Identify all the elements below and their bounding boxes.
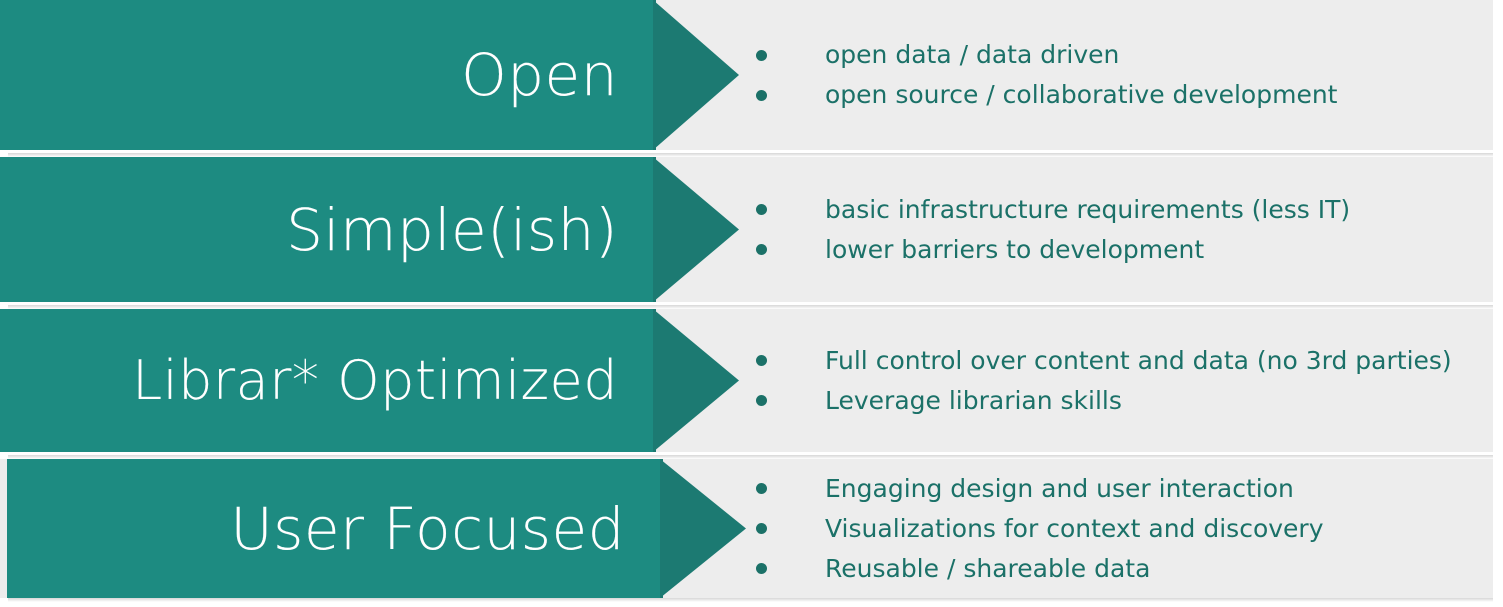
arrow-label: Open (461, 41, 618, 109)
list-item-label: Visualizations for context and discovery (825, 513, 1324, 543)
diagram-row-open: Open open data / data driven open source… (0, 0, 1503, 150)
row-separator (0, 598, 1503, 607)
bullet-dot-icon (756, 563, 767, 574)
bullet-dot-icon (756, 483, 767, 494)
list-item-label: open data / data driven (825, 40, 1120, 69)
bullet-dot-icon (756, 49, 767, 61)
diagram-row-user-focused: User Focused Engaging design and user in… (0, 459, 1503, 598)
arrow-head-icon (653, 0, 739, 150)
list-item: open data / data driven (756, 35, 1493, 75)
diagram-row-library-optimized: Librar* Optimized Full control over cont… (0, 309, 1503, 452)
list-item-label: Full control over content and data (no 3… (825, 345, 1452, 375)
bullet-list: Engaging design and user interaction Vis… (756, 459, 1493, 598)
bullet-list: Full control over content and data (no 3… (756, 309, 1493, 452)
list-item: Full control over content and data (no 3… (756, 341, 1493, 381)
bullet-list: open data / data driven open source / co… (756, 0, 1493, 150)
arrow-body (7, 459, 662, 598)
bullet-dot-icon (756, 89, 767, 101)
separator-shadow (8, 455, 1493, 459)
arrow-label: User Focused (230, 494, 625, 563)
separator-shadow (8, 598, 1493, 602)
bullet-dot-icon (756, 355, 767, 366)
list-item: lower barriers to development (756, 230, 1493, 270)
list-item: open source / collaborative development (756, 75, 1493, 115)
row-separator (0, 302, 1503, 309)
bullet-dot-icon (756, 204, 767, 215)
list-item: Leverage librarian skills (756, 381, 1493, 421)
bullet-dot-icon (756, 244, 767, 255)
separator-shadow (8, 305, 1493, 309)
diagram-row-simple: Simple(ish) basic infrastructure require… (0, 157, 1503, 302)
list-item-label: Reusable / shareable data (825, 553, 1151, 583)
arrow-head-icon (653, 157, 739, 302)
arrow-head-icon (653, 309, 739, 452)
bullet-dot-icon (756, 395, 767, 406)
arrow-body (0, 0, 655, 150)
list-item-label: basic infrastructure requirements (less … (825, 194, 1351, 224)
arrow-shape: Simple(ish) (0, 157, 739, 302)
list-item-label: open source / collaborative development (825, 80, 1338, 109)
row-separator (0, 452, 1503, 459)
list-item-label: Leverage librarian skills (825, 385, 1122, 415)
arrow-body (0, 309, 655, 452)
arrow-label: Librar* Optimized (132, 348, 618, 412)
arrow-shape: User Focused (7, 459, 746, 598)
list-item: Visualizations for context and discovery (756, 509, 1493, 549)
arrow-head-icon (660, 459, 746, 598)
arrow-label: Simple(ish) (286, 195, 618, 264)
list-item: Reusable / shareable data (756, 549, 1493, 589)
arrow-shape: Open (0, 0, 739, 150)
arrow-shape: Librar* Optimized (0, 309, 739, 452)
list-item-label: Engaging design and user interaction (825, 473, 1294, 503)
bullet-dot-icon (756, 523, 767, 534)
list-item-label: lower barriers to development (825, 234, 1205, 264)
list-item: basic infrastructure requirements (less … (756, 190, 1493, 230)
arrow-body (0, 157, 655, 302)
row-separator (0, 150, 1503, 157)
separator-shadow (8, 153, 1493, 157)
bullet-list: basic infrastructure requirements (less … (756, 157, 1493, 302)
list-item: Engaging design and user interaction (756, 469, 1493, 509)
